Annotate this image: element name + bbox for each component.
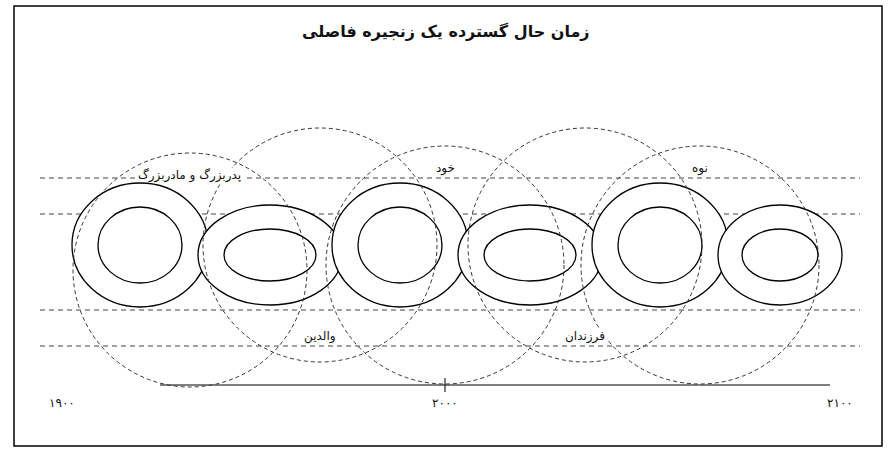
circle-outline: [580, 145, 820, 385]
circle-label: خود: [433, 161, 458, 175]
frame: [14, 6, 882, 446]
circle-outline: [325, 145, 565, 385]
year-label: ۲۱۰۰: [825, 396, 855, 410]
circle-label: فرزندان: [562, 329, 608, 343]
circle-label: پدربزرگ و مادربزرگ: [135, 168, 244, 182]
lifespan-circle: نوه: [580, 145, 820, 385]
diagram-title: زمان حال گسترده یک زنجیره فاصلی: [302, 22, 590, 41]
lifespan-circle: والدین: [202, 127, 438, 363]
guide-lines: [40, 178, 860, 346]
circle-outline: [72, 152, 308, 388]
year-label: ۲۰۰۰: [430, 396, 460, 410]
lifespan-circle: خود: [325, 145, 565, 385]
circle-outline: [467, 127, 703, 363]
circle-outline: [202, 127, 438, 363]
circle-label: والدین: [301, 329, 339, 343]
lifespan-circle: فرزندان: [467, 127, 703, 363]
year-label: ۱۹۰۰: [47, 396, 77, 410]
lifespan-circle: پدربزرگ و مادربزرگ: [72, 152, 308, 388]
chain-links: [72, 183, 842, 307]
circle-label: نوه: [689, 161, 711, 175]
